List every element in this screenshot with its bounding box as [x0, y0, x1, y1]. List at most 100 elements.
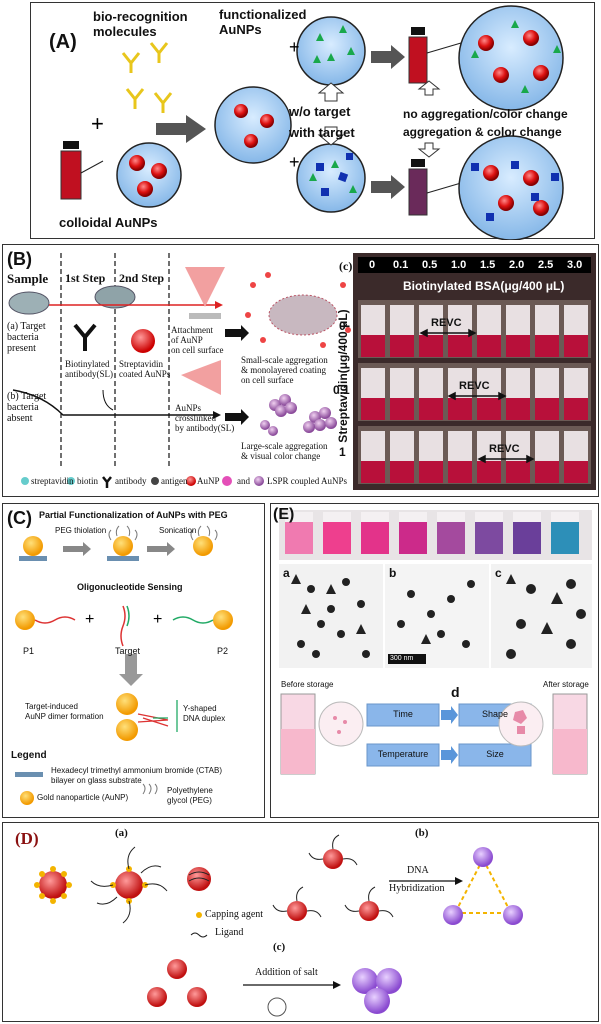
capping-agent-label: Capping agent — [205, 909, 264, 920]
vial-top-1 — [323, 512, 351, 522]
vial-5 — [475, 522, 503, 554]
panel-c-illustration: ++ — [15, 525, 233, 805]
shape-box: Shape — [481, 709, 509, 719]
functionalized-aunps-circle — [214, 86, 292, 164]
svg-text:+: + — [85, 611, 94, 628]
dna-label: DNA — [407, 865, 429, 876]
panel-d-label: (D) — [15, 829, 39, 848]
panel-a-label: (A) — [49, 31, 77, 53]
svg-text:+: + — [91, 111, 104, 136]
vial-top-3 — [399, 512, 427, 522]
sub-a-label: (a) — [115, 827, 128, 839]
svg-text:+: + — [289, 37, 300, 57]
svg-text:+: + — [153, 611, 162, 628]
biotinylated-antibody-label: Biotinylated antibody(SL) — [65, 359, 113, 379]
target-present-label: (a) Target bacteria present — [7, 321, 46, 354]
temperature-box: Temperature — [377, 749, 429, 759]
p1-label: P1 — [23, 646, 35, 656]
panel-e: (E) a b c 300 nm Before storage After st… — [270, 503, 599, 818]
no-aggregation-label: no aggregation/color change — [403, 107, 568, 121]
ctab-label: Hexadecyl trimethyl ammonium bromide (CT… — [51, 766, 223, 785]
aggregation-label: aggregation & color change — [403, 125, 562, 139]
svg-text:+: + — [289, 152, 300, 172]
legend-antigen: antigen — [161, 476, 188, 486]
vial-6 — [513, 522, 541, 554]
tem-a-label: a — [283, 566, 290, 580]
step1-label: 1st Step — [65, 271, 106, 285]
vial-4 — [437, 522, 465, 554]
panel-c: ++ (C) Partial Functionalization of AuNP… — [2, 503, 265, 818]
row-label-1: 0.1 — [333, 383, 350, 397]
revc-label-3: REVC — [489, 443, 520, 455]
tem-b-label: b — [389, 566, 397, 580]
conc-4: 1.5 — [480, 259, 496, 271]
panel-b-label: (B) — [7, 249, 32, 269]
antibody-icons — [121, 42, 173, 113]
panel-a: + + + — [30, 2, 595, 240]
revc-label-2: REVC — [459, 380, 490, 392]
legend-antibody: antibody — [115, 476, 147, 486]
crosslinked-label: AuNPs crosslinked by antibody(SL) — [175, 403, 235, 433]
colloidal-label: colloidal AuNPs — [59, 215, 158, 230]
row-label-0: 0 — [339, 319, 346, 333]
legend-aunp: AuNP — [197, 476, 220, 486]
vial-7 — [551, 522, 579, 554]
sub-b-label: (b) — [415, 827, 429, 839]
sub-c-label: (c) — [273, 941, 286, 953]
tem-c-label: c — [495, 566, 502, 580]
conc-0: 0 — [369, 259, 376, 271]
vial-top-7 — [551, 512, 579, 522]
functionalized-label: functionalized AuNPs — [219, 7, 307, 37]
legend-lspr: LSPR coupled AuNPs — [267, 476, 348, 486]
peg-thiolation-label: PEG thiolation — [55, 526, 107, 535]
row-label-2: 1 — [339, 445, 346, 459]
after-storage-label: After storage — [543, 680, 589, 689]
legend-biotin: biotin — [77, 476, 99, 486]
legend-title: Legend — [11, 750, 47, 761]
scale-bar-label: 300 nm — [390, 655, 414, 662]
panel-b: (B) Sample 1st Step 2nd Step (a) Target … — [2, 244, 599, 497]
streptavidin-axis-label: Streptavidin(μg/400 μL) — [336, 309, 350, 443]
streptavidin-coated-label: Streptavidin coated AuNPs — [119, 359, 171, 379]
vial-1 — [323, 522, 351, 554]
oligo-sensing-label: Oligonucleotide Sensing — [77, 582, 183, 592]
sonication-label: Sonication — [159, 526, 197, 535]
vial-top-5 — [475, 512, 503, 522]
attachment-label: Attachment of AuNP on cell surface — [171, 325, 224, 355]
panel-e-d-label: d — [451, 684, 460, 700]
vial-3 — [399, 522, 427, 554]
conc-2: 0.5 — [422, 259, 438, 271]
conc-1: 0.1 — [393, 259, 409, 271]
peg-label: Polyethylene glycol (PEG) — [167, 786, 213, 805]
panel-e-label: (E) — [273, 506, 295, 523]
p2-label: P2 — [217, 646, 229, 656]
panel-a-illustration: + + + — [60, 5, 564, 240]
addition-of-salt-label: Addition of salt — [255, 967, 318, 978]
conc-3: 1.0 — [451, 259, 467, 271]
conc-7: 3.0 — [567, 259, 583, 271]
panel-e-illustration — [279, 510, 592, 775]
time-box: Time — [393, 709, 413, 719]
panel-d: (D) (a) (b) (c) Capping agent Ligand DNA… — [2, 822, 599, 1022]
vial-0 — [285, 522, 313, 554]
panel-b-c-label: (c) — [339, 259, 353, 273]
panel-d-illustration — [34, 834, 523, 1017]
legend-streptavidin: streptavidin — [31, 476, 74, 486]
small-scale-label: Small-scale aggregation & monolayered co… — [241, 355, 328, 385]
ligand-label: Ligand — [215, 927, 244, 938]
sample-label: Sample — [7, 271, 49, 286]
y-shaped-label: Y-shaped DNA duplex — [183, 704, 226, 723]
vial-top-2 — [361, 512, 389, 522]
panel-c-title: Partial Functionalization of AuNPs with … — [39, 510, 228, 520]
conc-5: 2.0 — [509, 259, 525, 271]
before-storage-label: Before storage — [281, 680, 334, 689]
panel-c-label: (C) — [7, 508, 32, 528]
bio-recognition-label: bio-recognition molecules — [93, 9, 188, 39]
aunp-label: Gold nanoparticle (AuNP) — [37, 793, 129, 802]
vial-top-4 — [437, 512, 465, 522]
vial-top-0 — [285, 512, 313, 522]
size-box: Size — [486, 749, 504, 759]
bsa-title: Biotinylated BSA(μg/400 μL) — [403, 279, 565, 293]
wo-target-label: w/o target — [289, 104, 351, 119]
target-absent-label: (b) Target bacteria absent — [7, 391, 47, 424]
